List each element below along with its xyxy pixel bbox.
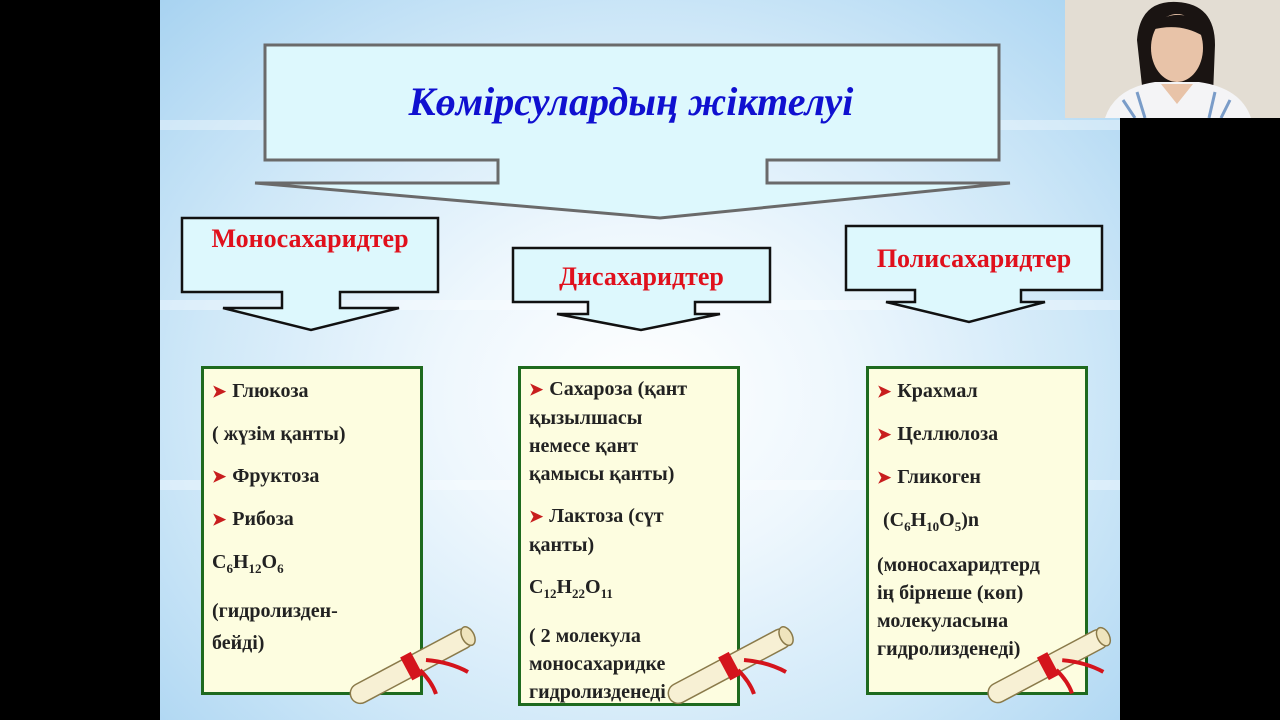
arrowhead-bullet-icon: ➤	[877, 382, 892, 401]
arrowhead-bullet-icon: ➤	[529, 380, 544, 399]
slide-title: Көмірсулардың жіктелуі	[408, 79, 854, 124]
item-note: бейді)	[212, 632, 265, 654]
item-text: гидролизденеді	[529, 681, 666, 703]
item-text: Крахмал	[897, 380, 978, 402]
item-text: Лактоза (сүт	[549, 505, 664, 527]
item-text: қанты)	[529, 534, 595, 556]
list-item: ➤ Сахароза (қант	[529, 375, 729, 404]
item-text: Сахароза (қант	[549, 378, 688, 400]
category-poly: Полисахаридтер	[876, 244, 1072, 273]
poly-callout	[844, 224, 1104, 324]
arrowhead-bullet-icon: ➤	[877, 468, 892, 487]
list-item: ➤ Гликоген	[877, 463, 1077, 492]
formula: (C6H10O5)n	[883, 509, 980, 534]
item-text: Гликоген	[897, 466, 981, 488]
item-text: ің бірнеше (көп)	[877, 582, 1024, 604]
arrowhead-bullet-icon: ➤	[529, 507, 544, 526]
formula: C12H22O11	[529, 576, 613, 601]
list-item: ➤ Лактоза (сүт	[529, 502, 729, 531]
item-text: Фруктоза	[232, 465, 320, 487]
item-text: молекуласына	[877, 610, 1009, 632]
presenter-webcam	[1065, 0, 1280, 118]
poly-box: ➤ Крахмал ➤ Целлюлоза ➤ Гликоген (C6H10O5)n…	[866, 366, 1088, 695]
formula: C6H12O6	[212, 551, 284, 576]
arrowhead-bullet-icon: ➤	[212, 510, 227, 529]
presenter-avatar	[1065, 0, 1280, 118]
item-text: моносахаридке	[529, 653, 666, 675]
item-text: қамысы қанты)	[529, 463, 675, 485]
category-di: Дисахаридтер	[559, 262, 724, 291]
slide: Көмірсулардың жіктелуі Моносахаридтер Ди…	[160, 0, 1120, 720]
list-item: ➤ Фруктоза	[212, 462, 412, 491]
item-text: немесе қант	[529, 435, 639, 457]
item-text: Глюкоза	[232, 380, 309, 402]
mono-callout	[180, 216, 440, 332]
arrowhead-bullet-icon: ➤	[212, 382, 227, 401]
item-text: қызылшасы	[529, 407, 643, 429]
list-item: ➤ Крахмал	[877, 377, 1077, 406]
scroll-icon	[349, 626, 476, 705]
item-text: (моносахаридтерд	[877, 554, 1040, 576]
scroll-icon	[667, 626, 794, 705]
item-text: ( 2 молекула	[529, 625, 641, 647]
list-item: ➤ Глюкоза	[212, 377, 412, 406]
mono-box: ➤ Глюкоза ( жүзім қанты) ➤ Фруктоза ➤ Рибоз…	[201, 366, 423, 695]
list-item: ➤ Целлюлоза	[877, 420, 1077, 449]
di-box: ➤ Сахароза (қант қызылшасы немесе қант қа…	[518, 366, 740, 706]
title-callout	[254, 43, 1011, 220]
arrowhead-bullet-icon: ➤	[877, 425, 892, 444]
item-note: (гидролизден-	[212, 600, 338, 622]
scroll-icon	[987, 626, 1112, 704]
di-callout	[511, 246, 772, 332]
item-note: ( жүзім қанты)	[212, 423, 346, 445]
item-text: гидролизденеді)	[877, 638, 1021, 660]
item-text: Рибоза	[232, 508, 294, 530]
item-text: Целлюлоза	[897, 423, 999, 445]
callout-shapes	[180, 43, 1104, 332]
arrowhead-bullet-icon: ➤	[212, 467, 227, 486]
list-item: ➤ Рибоза	[212, 505, 412, 534]
category-mono: Моносахаридтер	[211, 224, 409, 253]
